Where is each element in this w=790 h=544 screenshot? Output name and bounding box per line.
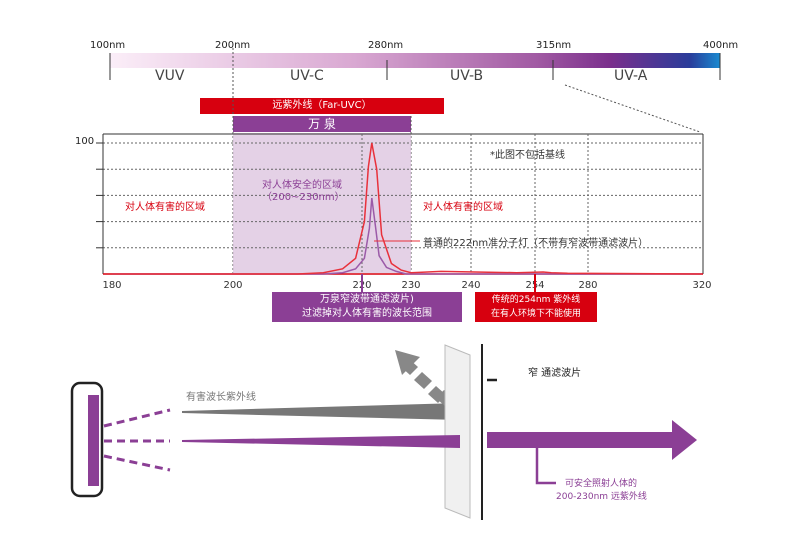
x-tick-label: 230: [401, 280, 420, 291]
harmful-uv-beam: [182, 403, 460, 420]
filter-callout-line2: 过滤掉对人体有害的波长范围: [302, 308, 432, 319]
uv254-callout-line1: 传统的254nm 紫外线: [491, 295, 581, 305]
lamp-tube: [88, 395, 99, 486]
nm-label-100: 100nm: [90, 40, 126, 51]
uv-beam-in: [182, 435, 460, 448]
x-tick-label: 280: [578, 280, 597, 291]
filter-glass: [444, 344, 471, 519]
band-uvc: UV-C: [290, 68, 324, 84]
safe-zone-range: （200~230nm）: [262, 192, 345, 203]
band-uvb: UV-B: [450, 68, 484, 84]
x-tick-label: 240: [461, 280, 480, 291]
safe-uv-label-2: 200-230nm 远紫外线: [556, 492, 647, 502]
nm-label-280: 280nm: [368, 40, 404, 51]
nm-label-400: 400nm: [703, 40, 739, 51]
safe-uv-label-1: 可安全照射人体的: [565, 479, 638, 489]
safe-uv-arrow: [487, 420, 697, 460]
brand-range-bar: 万 泉: [233, 116, 411, 132]
reflected-dashed-arrow: [395, 350, 446, 403]
series-line: [112, 197, 702, 275]
filter-callout-line1: 万泉窄波带通滤波片): [320, 294, 414, 305]
filter-label: 窄 通滤波片: [528, 368, 582, 379]
emission-rays: [103, 408, 171, 472]
filter-callout-box: 万泉窄波带通滤波片) 过滤掉对人体有害的波长范围: [272, 292, 462, 322]
chart-note: *此图不包括基线: [490, 150, 565, 161]
x-tick-label: 320: [692, 280, 711, 291]
x-tick-label: 180: [102, 280, 121, 291]
x-tick-label: 200: [223, 280, 242, 291]
zoom-guide-line: [564, 84, 701, 133]
harmful-right-label: 对人体有害的区域: [423, 202, 503, 213]
y-tick-100: 100: [75, 136, 95, 147]
nm-label-200: 200nm: [215, 40, 251, 51]
band-uva: UV-A: [614, 68, 648, 84]
safe-zone-label: 对人体安全的区域: [262, 180, 342, 191]
lamp-series-label: 普通的222nm准分子灯（不带有窄波带通滤波片）: [423, 238, 649, 249]
harmful-uv-label: 有害波长紫外线: [186, 392, 256, 403]
uv254-callout-line2: 在有人环境下不能使用: [490, 309, 581, 319]
far-uvc-bar: 远紫外线（Far-UVC）: [200, 98, 444, 114]
series-line: [112, 142, 703, 275]
safe-zone-shade: [233, 133, 411, 273]
band-vuv: VUV: [155, 68, 185, 84]
safe-uv-leader: [535, 448, 556, 485]
harmful-left-label: 对人体有害的区域: [125, 202, 205, 213]
nm-label-315: 315nm: [536, 40, 572, 51]
uv254-callout-box: 传统的254nm 紫外线 在有人环境下不能使用: [475, 292, 597, 322]
spectrum-gradient-bar: [110, 53, 720, 68]
